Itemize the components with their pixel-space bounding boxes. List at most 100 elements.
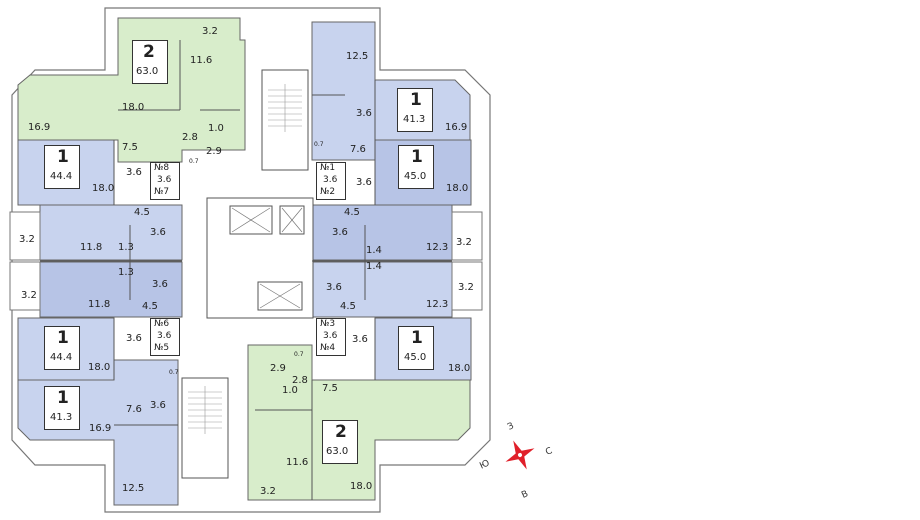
room-area: 2.8	[292, 375, 308, 386]
rooms-count: 1	[57, 328, 69, 348]
room-area: 18.0	[88, 362, 111, 373]
rooms-count: 1	[411, 328, 423, 348]
landing-label-n1: №1 3.6 №2	[316, 162, 346, 200]
room-area: 3.6	[352, 334, 368, 345]
room-area: 3.2	[202, 26, 218, 37]
apartment-number: №6	[154, 319, 170, 329]
room-area: 3.6	[332, 227, 348, 238]
room-area: 3.6	[150, 227, 166, 238]
apartment-number: №7	[154, 187, 170, 197]
room-area: 0.7	[169, 369, 179, 376]
room-area: 12.3	[426, 242, 449, 253]
apartment-number: №8	[154, 163, 170, 173]
apt-fill-left-mid-lower	[39, 261, 183, 318]
apt-badge-bottom-left: 1 41.3	[44, 386, 80, 430]
apt-badge-bottom-right: 2 63.0	[322, 420, 358, 464]
landing-label-n8: №8 3.6 №7	[150, 162, 180, 200]
room-area: 0.7	[314, 141, 324, 148]
rooms-count: 1	[57, 147, 69, 167]
apt-area: 41.3	[50, 412, 73, 423]
room-area: 3.6	[152, 279, 168, 290]
room-area: 3.2	[456, 237, 472, 248]
room-area: 16.9	[89, 423, 112, 434]
room-area: 7.6	[126, 404, 142, 415]
room-area: 2.9	[206, 146, 222, 157]
apt-fill-top-right-upper	[311, 21, 471, 161]
window-bays	[9, 211, 483, 311]
apt-badge-right-1b: 1 45.0	[398, 326, 434, 370]
room-area: 3.6	[150, 400, 166, 411]
room-area: 18.0	[350, 481, 373, 492]
room-area: 0.7	[189, 158, 199, 165]
room-area: 11.8	[88, 299, 111, 310]
apt-badge-top-left: 2 63.0	[132, 40, 168, 84]
apt-area: 63.0	[136, 66, 159, 77]
room-area: 2.8	[182, 132, 198, 143]
landing-area: 3.6	[157, 331, 172, 341]
stair-treads	[188, 84, 302, 434]
apt-area: 63.0	[326, 446, 349, 457]
apt-area: 44.4	[50, 171, 73, 182]
room-area: 12.5	[346, 51, 369, 62]
landing-area: 3.6	[323, 331, 338, 341]
rooms-count: 2	[335, 422, 347, 442]
room-area: 1.4	[366, 245, 382, 256]
apt-fill-right-mid-lower	[311, 261, 453, 318]
apt-fill-right-mid-upper	[311, 204, 453, 261]
room-area: 2.9	[270, 363, 286, 374]
room-area: 4.5	[142, 301, 158, 312]
apartment-number: №1	[320, 163, 336, 173]
room-area: 16.9	[28, 122, 51, 133]
room-area: 11.8	[80, 242, 103, 253]
room-area: 7.5	[322, 383, 338, 394]
room-area: 3.6	[126, 333, 142, 344]
room-area: 1.3	[118, 242, 134, 253]
landing-label-n6: №6 3.6 №5	[150, 318, 180, 356]
room-area: 18.0	[446, 183, 469, 194]
room-area: 3.2	[458, 282, 474, 293]
room-area: 12.5	[122, 483, 145, 494]
room-area: 18.0	[448, 363, 471, 374]
apartment-number: №5	[154, 343, 170, 353]
room-area: 3.6	[356, 108, 372, 119]
apt-badge-top-right: 1 41.3	[397, 88, 433, 132]
room-area: 1.4	[366, 261, 382, 272]
apartment-number: №3	[320, 319, 336, 329]
room-area: 3.6	[326, 282, 342, 293]
apt-area: 45.0	[404, 352, 427, 363]
room-area: 11.6	[286, 457, 309, 468]
room-area: 4.5	[344, 207, 360, 218]
rooms-count: 1	[57, 388, 69, 408]
apt-area: 44.4	[50, 352, 73, 363]
room-area: 4.5	[340, 301, 356, 312]
landing-area: 3.6	[157, 175, 172, 185]
landing-area: 3.6	[323, 175, 338, 185]
room-area: 3.2	[260, 486, 276, 497]
apt-badge-right-1a: 1 45.0	[398, 145, 434, 189]
room-area: 18.0	[122, 102, 145, 113]
rooms-count: 1	[411, 147, 423, 167]
landing-label-n3: №3 3.6 №4	[316, 318, 346, 356]
apt-area: 41.3	[403, 114, 426, 125]
room-area: 3.2	[21, 290, 37, 301]
room-area: 1.0	[282, 385, 298, 396]
compass-rose	[505, 440, 535, 470]
room-area: 1.0	[208, 123, 224, 134]
room-area: 3.6	[356, 177, 372, 188]
room-area: 7.6	[350, 144, 366, 155]
apt-area: 45.0	[404, 171, 427, 182]
rooms-count: 2	[143, 42, 155, 62]
room-area: 4.5	[134, 207, 150, 218]
room-area: 16.9	[445, 122, 468, 133]
room-area: 7.5	[122, 142, 138, 153]
room-area: 0.7	[294, 351, 304, 358]
room-area: 18.0	[92, 183, 115, 194]
partitions	[40, 40, 452, 500]
rooms-count: 1	[410, 90, 422, 110]
apartment-number: №2	[320, 187, 336, 197]
room-area: 12.3	[426, 299, 449, 310]
apt-badge-left-1b: 1 44.4	[44, 326, 80, 370]
room-area: 3.2	[19, 234, 35, 245]
lift-crosses	[231, 207, 303, 309]
room-area: 1.3	[118, 267, 134, 278]
